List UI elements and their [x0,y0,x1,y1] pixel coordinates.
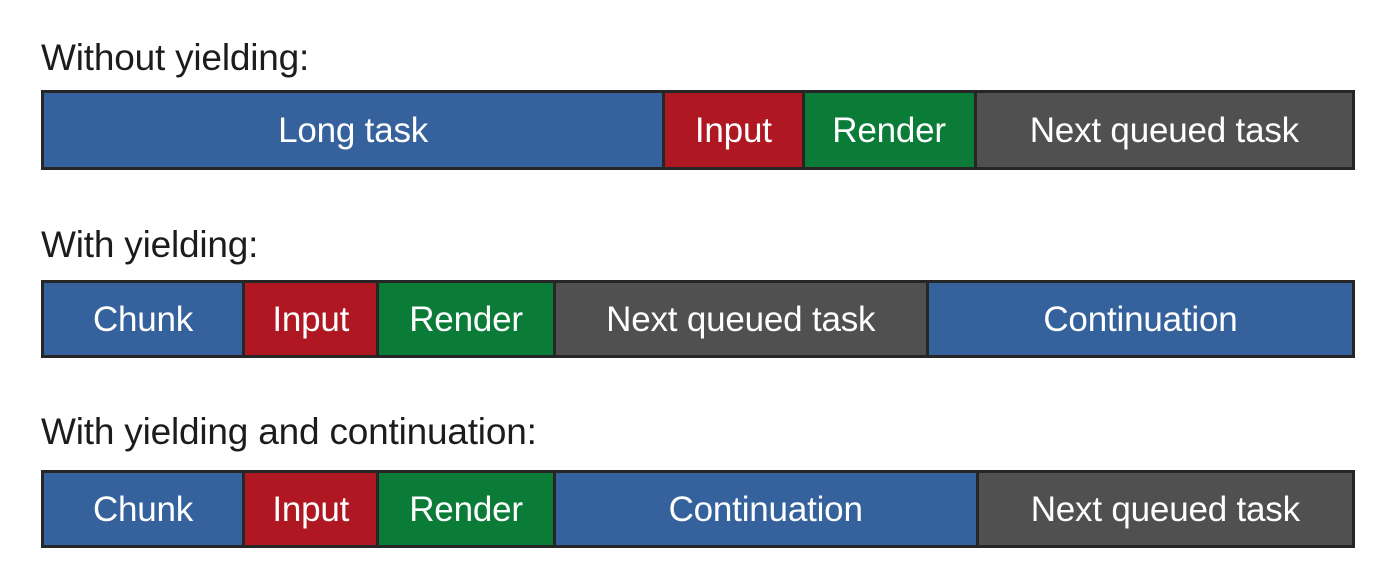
timeline-segment-next-queued-task: Next queued task [976,93,1352,167]
timeline-segment-render: Render [379,283,556,355]
timeline-segment-label: Input [272,299,350,339]
section-label-with-yielding-and-continuation: With yielding and continuation: [41,411,537,452]
timeline-segment-label: Render [409,489,523,529]
timeline-segment-chunk: Chunk [44,473,246,545]
diagram-section-without-yielding: Without yielding: Long task Input Render Ne… [0,0,1396,180]
timeline-segment-label: Chunk [92,299,194,339]
timeline-segment-label: Input [272,489,350,529]
section-label-with-yielding: With yielding: [41,224,259,265]
timeline-segment-label: Chunk [92,489,194,529]
timeline-bar-without-yielding: Long task Input Render Next queued task [41,90,1355,170]
timeline-segment-label: Long task [278,110,429,150]
timeline-segment-next-queued-task: Next queued task [555,283,929,355]
timeline-segment-label: Next queued task [1029,110,1299,150]
timeline-segment-render: Render [379,473,556,545]
timeline-segment-continuation: Continuation [928,283,1352,355]
timeline-bar-with-yielding: Chunk Input Render Next queued task Continua… [41,280,1355,358]
timeline-segment-label: Next queued task [1030,489,1300,529]
timeline-bar-with-yielding-and-continuation: Chunk Input Render Continuation Next queued … [41,470,1355,548]
timeline-segment-chunk: Chunk [44,283,246,355]
timeline-segment-continuation: Continuation [555,473,979,545]
timeline-segment-label: Render [832,110,946,150]
timeline-segment-label: Render [409,299,523,339]
timeline-segment-label: Next queued task [606,299,876,339]
timeline-segment-label: Continuation [668,489,863,529]
timeline-segment-input: Input [245,283,380,355]
timeline-segment-input: Input [665,93,805,167]
timeline-segment-long-task: Long task [44,93,666,167]
timeline-segment-input: Input [245,473,380,545]
timeline-segment-label: Continuation [1043,299,1238,339]
timeline-segment-render: Render [804,93,977,167]
diagram-section-with-yielding-and-continuation: With yielding and continuation: Chunk Inp… [0,380,1396,570]
timeline-segment-next-queued-task: Next queued task [978,473,1352,545]
diagram-section-with-yielding: With yielding: Chunk Input Render Next queu… [0,190,1396,370]
section-label-without-yielding: Without yielding: [41,37,310,78]
timeline-segment-label: Input [694,110,772,150]
